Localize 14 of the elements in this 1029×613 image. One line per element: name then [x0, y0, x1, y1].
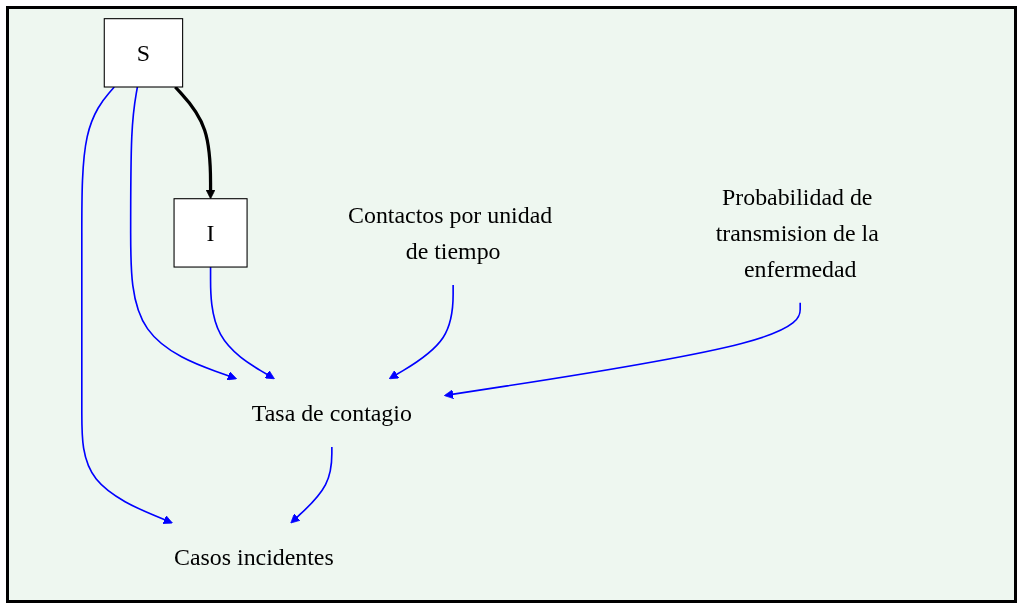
- diagram-panel: S I Contactos por unidad de tiempo Probabilidad de transmision de la enfermedad Tasa de contagio Casos incidentes: [6, 6, 1017, 603]
- node-text: Probabilidad de transmision de la enfermedad: [715, 183, 879, 282]
- node-text: Tasa de contagio: [251, 398, 412, 426]
- node-text: Casos incidentes: [174, 543, 334, 571]
- node-text: Contactos por unidad de tiempo: [348, 200, 553, 264]
- node-box: [103, 17, 184, 88]
- arrow: [388, 283, 454, 379]
- arrow: [81, 85, 173, 524]
- arrow: [174, 85, 216, 199]
- arrow: [443, 301, 801, 399]
- arrow: [290, 445, 333, 523]
- arrow: [209, 265, 275, 379]
- arrow: [129, 85, 237, 380]
- node-box: [173, 197, 248, 268]
